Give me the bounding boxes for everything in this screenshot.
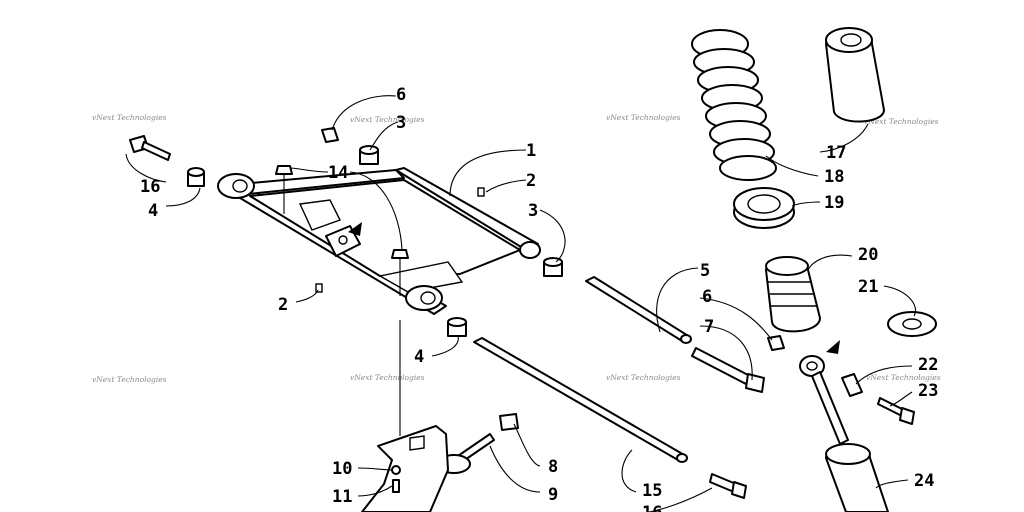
spring-collar	[733, 187, 795, 229]
shaft-5	[585, 276, 692, 344]
shaft-15	[473, 337, 688, 463]
callout-6-right: 6	[702, 287, 712, 307]
coil-spring	[691, 29, 777, 181]
callout-9: 9	[548, 485, 558, 505]
callout-19: 19	[824, 193, 844, 213]
callout-18: 18	[824, 167, 844, 187]
skid-bracket	[361, 320, 449, 512]
bolt-9	[437, 413, 519, 474]
callout-6-top: 6	[396, 85, 406, 105]
callout-11: 11	[332, 487, 352, 507]
callout-16-upper: 16	[140, 177, 160, 197]
washer	[887, 311, 937, 337]
shock-body	[811, 371, 889, 512]
bolt-16-upper	[129, 135, 171, 161]
callout-3-top: 3	[396, 113, 406, 133]
callout-21: 21	[858, 277, 878, 297]
callout-8: 8	[548, 457, 558, 477]
bolt-7	[691, 347, 765, 393]
dust-cap	[825, 27, 885, 123]
callout-22: 22	[918, 355, 938, 375]
watermark-4: vNext Technologies	[864, 117, 939, 126]
callout-7: 7	[704, 317, 714, 337]
watermarks: vNext Technologies vNext Technologies vN…	[92, 113, 941, 384]
callout-23: 23	[918, 381, 938, 401]
callout-24: 24	[914, 471, 934, 491]
callout-14: 14	[328, 163, 348, 183]
callout-20: 20	[858, 245, 878, 265]
callout-15: 15	[642, 481, 662, 501]
arrow-indicator-left	[348, 222, 362, 236]
leader-lines	[125, 95, 916, 512]
callout-2-left: 2	[278, 295, 288, 315]
callouts: 1 2 2 3 3 4 4 5 6 6 7 8 9 10 11 14 15 16…	[140, 85, 938, 512]
arrow-indicator-right	[826, 340, 840, 354]
callout-4-left: 4	[148, 201, 158, 221]
watermark-3: vNext Technologies	[606, 113, 681, 122]
callout-17: 17	[826, 143, 846, 163]
callout-10: 10	[332, 459, 352, 479]
watermark-1: vNext Technologies	[92, 113, 167, 122]
watermark-5: vNext Technologies	[92, 375, 167, 384]
bolt-16-lower	[709, 473, 747, 499]
a-arm-frame	[217, 165, 541, 315]
bump-stop	[765, 256, 821, 333]
callout-5: 5	[700, 261, 710, 281]
watermark-8: vNext Technologies	[866, 373, 941, 382]
callout-16-lower: 16	[642, 503, 662, 512]
callout-2-right: 2	[526, 171, 536, 191]
callout-3-right: 3	[528, 201, 538, 221]
callout-4-lower: 4	[414, 347, 424, 367]
callout-1: 1	[526, 141, 536, 161]
watermark-2: vNext Technologies	[350, 115, 425, 124]
watermark-6: vNext Technologies	[350, 373, 425, 382]
watermark-7: vNext Technologies	[606, 373, 681, 382]
